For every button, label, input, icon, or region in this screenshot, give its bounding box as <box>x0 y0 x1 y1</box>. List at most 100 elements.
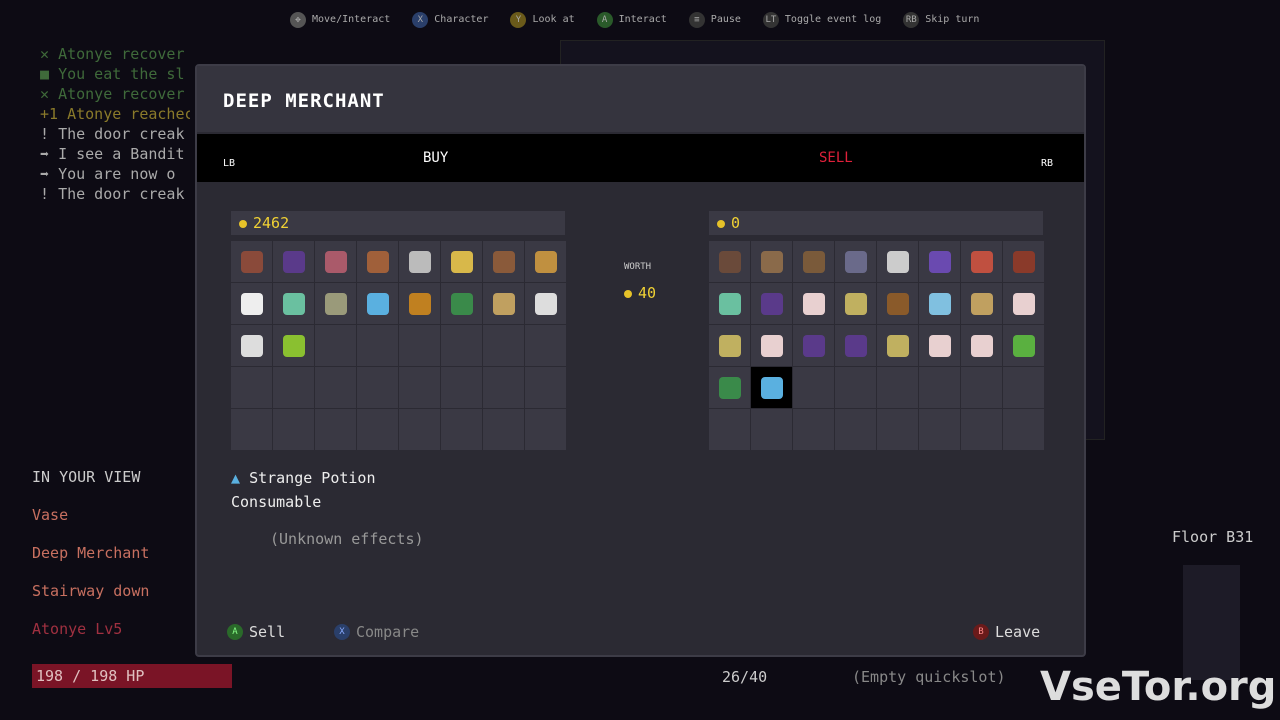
item-slot[interactable] <box>273 241 314 282</box>
item-slot[interactable] <box>441 367 482 408</box>
item-slot[interactable] <box>877 325 918 366</box>
item-slot[interactable] <box>835 283 876 324</box>
item-slot[interactable] <box>835 367 876 408</box>
item-slot[interactable] <box>877 367 918 408</box>
view-item-stairway[interactable]: Stairway down <box>32 582 150 600</box>
item-slot[interactable] <box>399 367 440 408</box>
item-slot[interactable] <box>709 325 750 366</box>
item-slot[interactable] <box>441 325 482 366</box>
item-slot[interactable] <box>399 283 440 324</box>
log-text: Atonye reachec <box>67 105 190 123</box>
item-slot[interactable] <box>835 241 876 282</box>
item-slot[interactable] <box>1003 325 1044 366</box>
item-slot[interactable] <box>525 283 566 324</box>
item-slot[interactable] <box>793 241 834 282</box>
x-button-icon: X <box>334 624 350 640</box>
item-slot[interactable] <box>793 325 834 366</box>
item-slot[interactable] <box>441 409 482 450</box>
item-slot[interactable] <box>483 283 524 324</box>
item-slot[interactable] <box>273 367 314 408</box>
item-slot[interactable] <box>751 241 792 282</box>
item-slot[interactable] <box>315 367 356 408</box>
item-slot[interactable] <box>877 409 918 450</box>
item-slot[interactable] <box>525 409 566 450</box>
item-slot[interactable] <box>357 367 398 408</box>
item-slot[interactable] <box>357 409 398 450</box>
item-slot[interactable] <box>483 241 524 282</box>
item-slot[interactable] <box>525 367 566 408</box>
tab-buy[interactable]: BUY <box>423 150 449 166</box>
item-slot[interactable] <box>231 409 272 450</box>
item-slot[interactable] <box>919 409 960 450</box>
item-slot[interactable] <box>231 367 272 408</box>
item-slot[interactable] <box>793 283 834 324</box>
item-slot[interactable] <box>315 325 356 366</box>
item-slot[interactable] <box>793 367 834 408</box>
item-slot[interactable] <box>357 241 398 282</box>
item-slot[interactable] <box>441 241 482 282</box>
item-slot[interactable] <box>273 325 314 366</box>
item-slot[interactable] <box>751 325 792 366</box>
lb-shoulder-icon[interactable]: LB <box>223 158 236 169</box>
item-slot[interactable] <box>961 367 1002 408</box>
coin-icon <box>717 220 725 228</box>
staff-icon <box>534 250 557 273</box>
controller-button-icon: A <box>596 12 613 28</box>
item-slot[interactable] <box>483 325 524 366</box>
item-slot[interactable] <box>1003 283 1044 324</box>
item-slot[interactable] <box>709 409 750 450</box>
item-slot[interactable] <box>877 241 918 282</box>
green-potion-icon <box>718 292 741 315</box>
item-slot[interactable] <box>793 409 834 450</box>
tab-sell[interactable]: SELL <box>819 150 853 166</box>
item-slot[interactable] <box>709 241 750 282</box>
item-slot[interactable] <box>273 409 314 450</box>
item-slot[interactable] <box>231 325 272 366</box>
item-slot[interactable] <box>751 409 792 450</box>
item-slot[interactable] <box>919 241 960 282</box>
view-item-merchant[interactable]: Deep Merchant <box>32 544 150 562</box>
log-text: You are now o <box>58 165 176 183</box>
item-slot[interactable] <box>1003 367 1044 408</box>
view-item-vase[interactable]: Vase <box>32 506 69 524</box>
item-slot[interactable] <box>315 241 356 282</box>
item-slot[interactable] <box>709 367 750 408</box>
item-slot[interactable] <box>273 283 314 324</box>
item-slot[interactable] <box>751 367 792 408</box>
item-slot[interactable] <box>525 325 566 366</box>
item-slot[interactable] <box>961 283 1002 324</box>
item-slot[interactable] <box>751 283 792 324</box>
item-slot[interactable] <box>835 325 876 366</box>
item-slot[interactable] <box>961 241 1002 282</box>
item-slot[interactable] <box>961 325 1002 366</box>
item-slot[interactable] <box>1003 409 1044 450</box>
item-slot[interactable] <box>1003 241 1044 282</box>
quickslot[interactable]: (Empty quickslot) <box>852 668 1006 686</box>
item-slot[interactable] <box>231 241 272 282</box>
item-slot[interactable] <box>399 325 440 366</box>
item-slot[interactable] <box>961 409 1002 450</box>
item-slot[interactable] <box>231 283 272 324</box>
item-slot[interactable] <box>919 283 960 324</box>
item-slot[interactable] <box>709 283 750 324</box>
item-slot[interactable] <box>919 325 960 366</box>
hint-4: ≡Pause <box>688 12 741 28</box>
item-slot[interactable] <box>483 409 524 450</box>
item-slot[interactable] <box>315 283 356 324</box>
item-slot[interactable] <box>441 283 482 324</box>
item-slot[interactable] <box>315 409 356 450</box>
item-slot[interactable] <box>399 409 440 450</box>
item-slot[interactable] <box>835 409 876 450</box>
rb-shoulder-icon[interactable]: RB <box>1041 158 1054 169</box>
item-slot[interactable] <box>525 241 566 282</box>
item-slot[interactable] <box>357 283 398 324</box>
item-slot[interactable] <box>357 325 398 366</box>
item-slot[interactable] <box>919 367 960 408</box>
item-slot[interactable] <box>483 367 524 408</box>
item-slot[interactable] <box>399 241 440 282</box>
item-slot[interactable] <box>877 283 918 324</box>
